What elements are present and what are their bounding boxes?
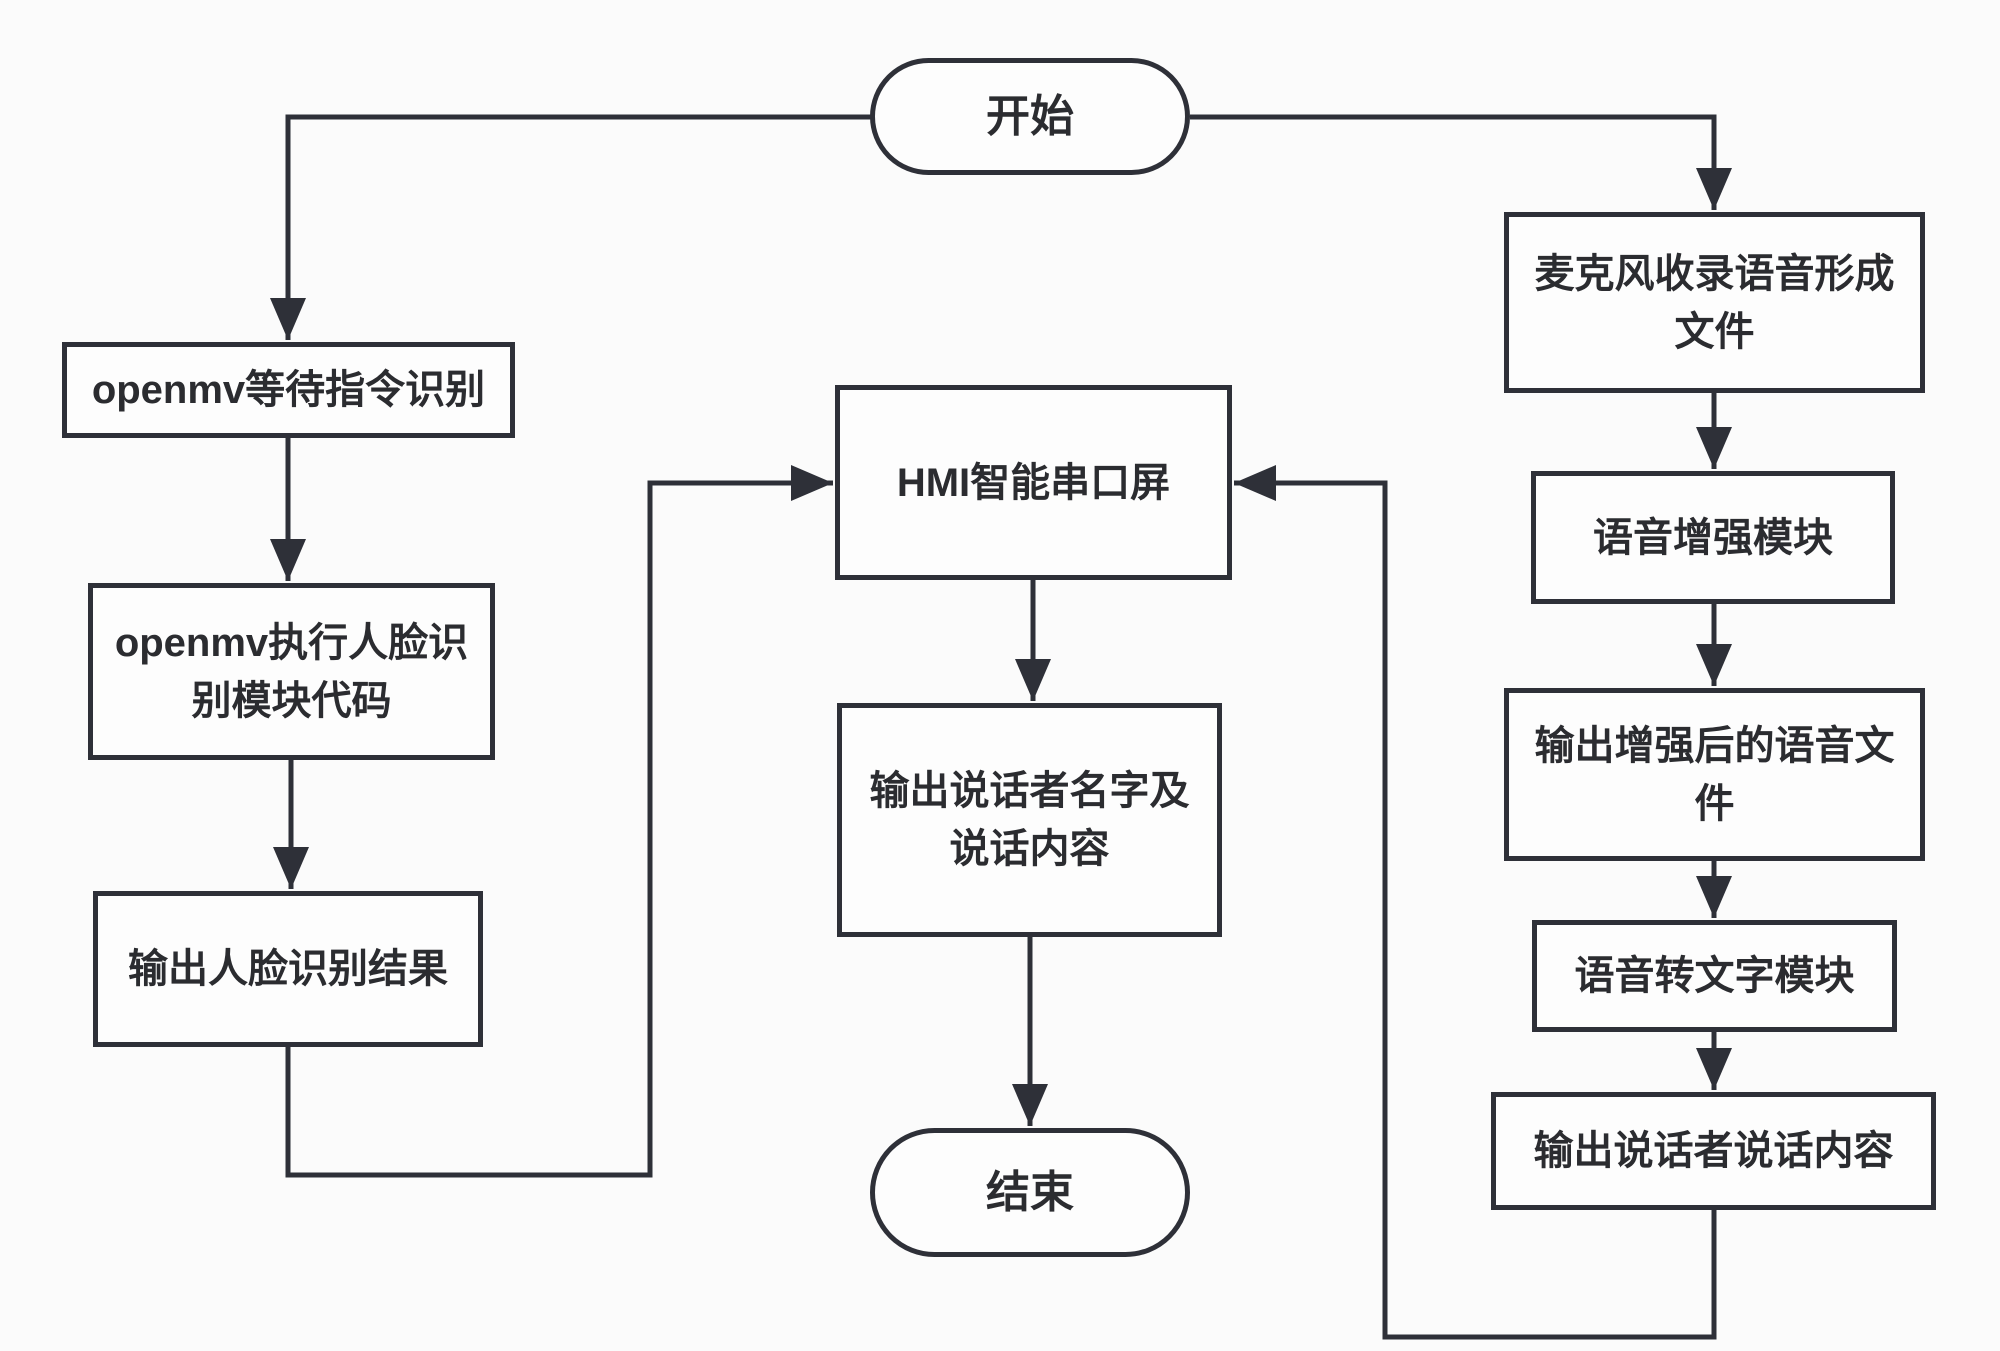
node-speech-to-text: 语音转文字模块 (1532, 920, 1897, 1032)
node-openmv-face-code: openmv执行人脸识 别模块代码 (88, 583, 495, 760)
node-output-name-content: 输出说话者名字及 说话内容 (837, 703, 1222, 937)
edge-start-to-openmv-wait (270, 114, 875, 340)
node-end: 结束 (870, 1128, 1190, 1257)
node-start: 开始 (870, 58, 1190, 175)
node-output-speech: 输出说话者说话内容 (1491, 1092, 1936, 1210)
edge-output-speech-to-hmi-screen (1234, 465, 1717, 1340)
node-output-enhanced: 输出增强后的语音文 件 (1504, 688, 1925, 861)
edge-start-to-mic-record (1190, 114, 1732, 210)
node-mic-record: 麦克风收录语音形成 文件 (1504, 212, 1925, 393)
node-voice-enhance: 语音增强模块 (1531, 471, 1895, 604)
node-hmi-screen: HMI智能串口屏 (835, 385, 1232, 580)
node-face-result: 输出人脸识别结果 (93, 891, 483, 1047)
edge-face-result-to-hmi-screen (285, 465, 833, 1178)
node-openmv-wait: openmv等待指令识别 (62, 342, 515, 438)
